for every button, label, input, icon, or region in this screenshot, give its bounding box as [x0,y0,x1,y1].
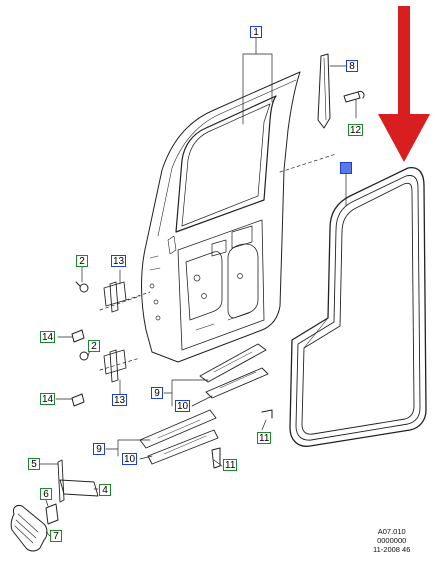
callout-2-upper[interactable]: 2 [76,255,88,267]
callout-12[interactable]: 12 [348,124,364,136]
trim-strips-upper [199,343,269,399]
callout-7[interactable]: 7 [50,530,62,542]
stamp-line-3: 11-2008 46 [373,545,411,554]
callout-10-lower[interactable]: 10 [122,453,138,465]
callout-10-upper[interactable]: 10 [175,400,191,412]
trim-strips-lower [139,409,219,465]
glass-run-channel [317,53,331,129]
callout-11-lower[interactable]: 11 [223,459,238,471]
callout-13-lower[interactable]: 13 [112,394,128,406]
callout-9-upper[interactable]: 9 [151,387,163,399]
callout-14-upper[interactable]: 14 [40,331,56,343]
red-indicator-arrow [378,6,430,162]
callout-5[interactable]: 5 [28,458,40,470]
lower-hinge [79,349,127,383]
stamp-line-2: 0000000 [377,536,407,545]
callout-2-lower[interactable]: 2 [88,340,100,352]
grille-7 [10,505,48,552]
door-panel [141,71,301,363]
stamp-line-1: A07.010 [377,527,406,536]
leader-lines [37,37,357,537]
callout-14-lower[interactable]: 14 [40,393,56,405]
door-seal [289,166,427,447]
callout-4[interactable]: 4 [99,484,111,496]
bolt-12 [343,91,365,103]
callout-9-lower[interactable]: 9 [93,443,105,455]
callout-11-upper[interactable]: 11 [257,432,272,444]
callout-6[interactable]: 6 [40,488,52,500]
callout-8[interactable]: 8 [346,60,358,72]
callout-3[interactable]: 3 [340,162,352,174]
callout-13-upper[interactable]: 13 [111,255,127,267]
door-check-assembly [45,459,99,525]
callout-1[interactable]: 1 [250,26,262,38]
upper-hinge [75,281,127,313]
reference-stamp: A07.010 0000000 11-2008 46 [373,527,410,554]
bolts-14 [71,329,85,407]
